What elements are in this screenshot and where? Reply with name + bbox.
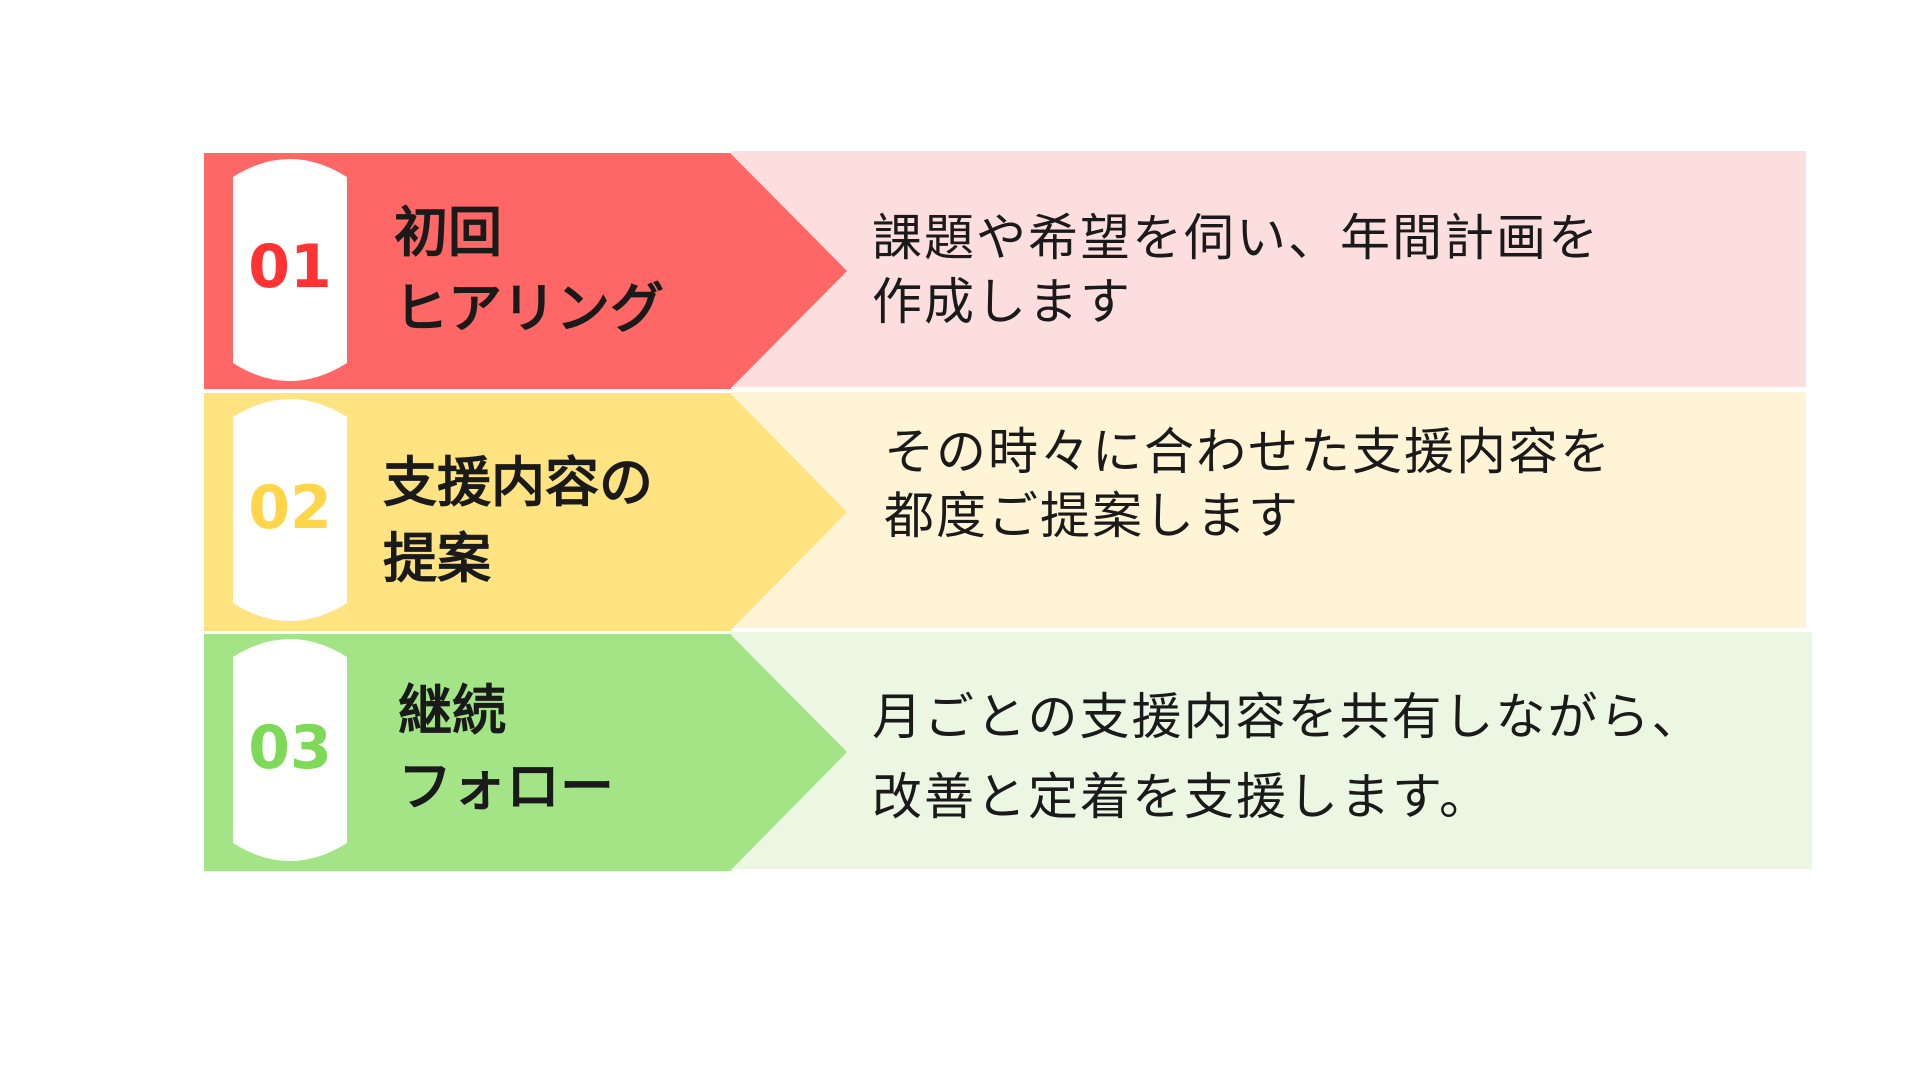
step-01-number: 01 — [248, 232, 332, 302]
step-01-arrow-icon — [730, 153, 847, 389]
step-02-title: 支援内容の 提案 — [383, 445, 653, 597]
step-01-desc-line2: 作成します — [872, 273, 1132, 331]
step-02-arrow-icon — [730, 393, 847, 631]
step-01-description-panel — [731, 151, 1806, 387]
step-02-number-badge — [233, 399, 347, 621]
step-01-number-badge — [233, 159, 347, 381]
step-03-title-line1: 継続 — [398, 679, 506, 742]
step-02-title-line1: 支援内容の — [383, 451, 653, 514]
step-03-title: 継続 フォロー — [398, 673, 614, 825]
step-03-arrow-icon — [730, 634, 847, 871]
step-03-number: 03 — [248, 713, 332, 783]
step-02-desc-line2: 都度ご提案します — [884, 487, 1300, 545]
step-03-desc-line1: 月ごとの支援内容を共有しながら、 — [872, 688, 1704, 746]
step-03-title-line2: フォロー — [398, 755, 614, 818]
step-02-number: 02 — [248, 473, 332, 543]
step-02-description: その時々に合わせた支援内容を 都度ご提案します — [884, 420, 1612, 548]
step-01-title: 初回 ヒアリング — [394, 195, 664, 347]
step-03-description-panel — [731, 632, 1812, 869]
step-02-description-panel — [731, 392, 1806, 628]
step-01-title-line1: 初回 — [394, 201, 502, 264]
step-01-desc-line1: 課題や希望を伺い、年間計画を — [872, 209, 1600, 267]
step-03-desc-line2: 改善と定着を支援します。 — [872, 768, 1491, 826]
step-01-title-line2: ヒアリング — [394, 277, 664, 340]
step-02-desc-line1: その時々に合わせた支援内容を — [884, 423, 1612, 481]
step-01-description: 課題や希望を伺い、年間計画を 作成します — [872, 206, 1600, 334]
step-03-number-badge — [233, 639, 347, 861]
step-03-description: 月ごとの支援内容を共有しながら、 改善と定着を支援します。 — [872, 677, 1704, 837]
step-02-title-line2: 提案 — [383, 527, 491, 590]
